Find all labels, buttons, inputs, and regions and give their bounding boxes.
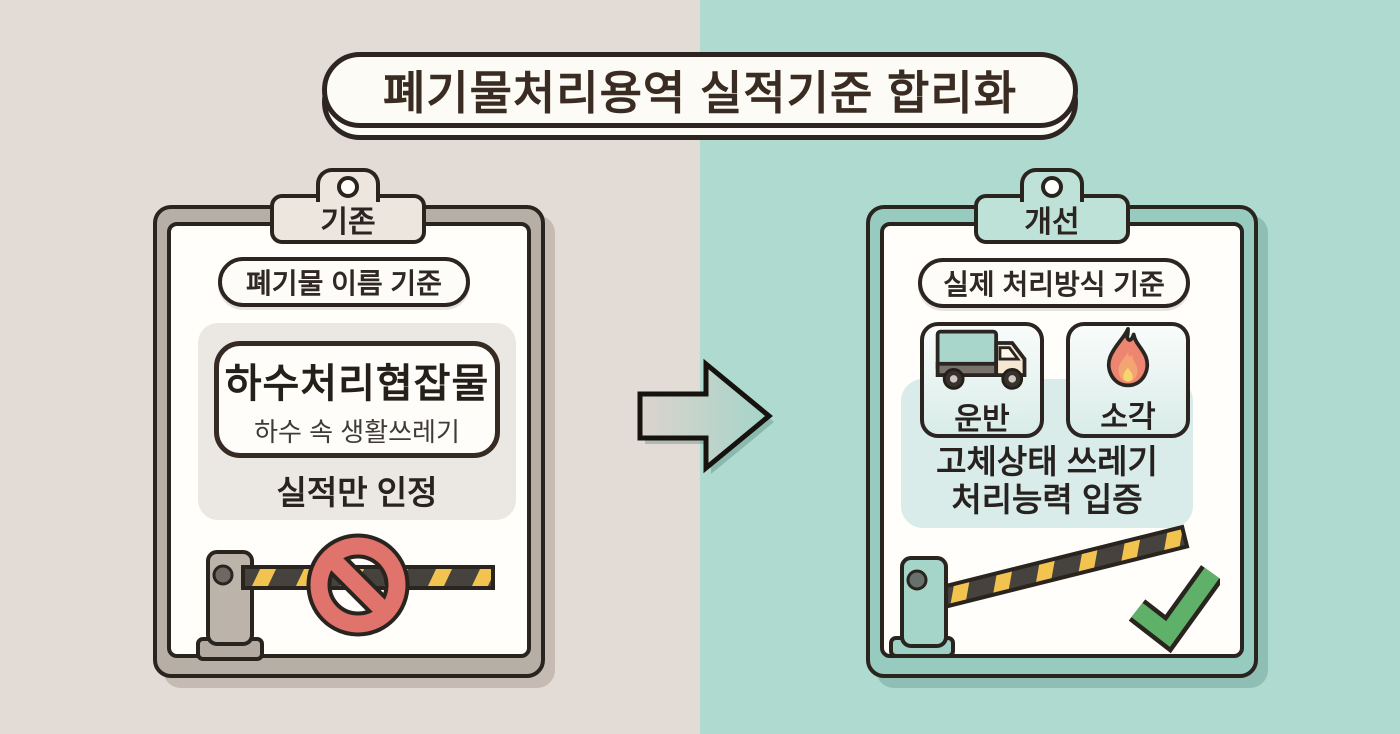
after-note-line1: 고체상태 쓰레기 xyxy=(936,443,1158,480)
checkmark-icon xyxy=(1128,565,1220,654)
method-label-incineration: 소각 xyxy=(1100,401,1156,434)
after-criteria-pill: 실제 처리방식 기준 xyxy=(918,258,1190,308)
barrier-open-icon xyxy=(889,524,1220,658)
after-tab-label: 개선 xyxy=(1024,206,1080,239)
prohibition-icon xyxy=(306,533,410,637)
before-tab-label: 기존 xyxy=(320,206,376,239)
transition-arrow-icon xyxy=(637,358,774,474)
method-label-transport: 운반 xyxy=(954,403,1010,436)
before-panel: 하수처리협잡물 하수 속 생활쓰레기 실적만 인정 xyxy=(198,323,516,520)
after-clip-hole-icon xyxy=(1041,176,1063,198)
method-card-incineration: 소각 xyxy=(1066,322,1190,438)
waste-name: 하수처리협잡물 xyxy=(224,361,490,406)
before-clip-hole-icon xyxy=(337,176,359,198)
waste-description: 하수 속 생활쓰레기 xyxy=(254,416,460,447)
truck-icon xyxy=(932,326,1032,394)
page-title: 폐기물처리용역 실적기준 합리화 xyxy=(382,67,1018,119)
after-note-line2: 처리능력 입증 xyxy=(951,480,1143,518)
before-note: 실적만 인정 xyxy=(276,474,438,511)
method-card-transport: 운반 xyxy=(920,322,1044,438)
waste-name-box: 하수처리협잡물 하수 속 생활쓰레기 xyxy=(214,341,500,458)
after-tab: 개선 xyxy=(974,194,1130,244)
before-criteria-pill: 폐기물 이름 기준 xyxy=(218,257,470,307)
title-banner: 폐기물처리용역 실적기준 합리화 xyxy=(322,52,1078,142)
before-criteria-label: 폐기물 이름 기준 xyxy=(246,268,442,299)
barrier-closed-icon xyxy=(196,533,495,661)
flame-icon xyxy=(1100,326,1156,392)
after-note: 고체상태 쓰레기 처리능력 입증 xyxy=(901,443,1193,518)
after-criteria-label: 실제 처리방식 기준 xyxy=(943,269,1165,300)
